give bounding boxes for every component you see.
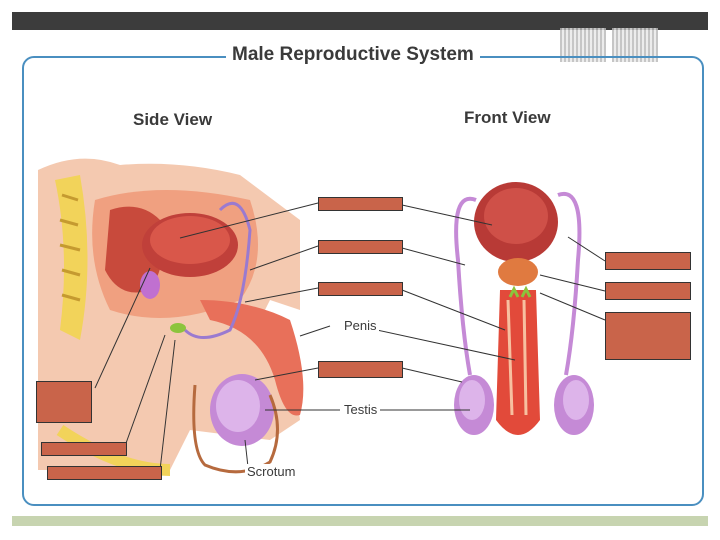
penis-label: Penis — [342, 318, 379, 333]
front-view-illustration — [454, 182, 594, 435]
blank-label-box — [36, 381, 92, 423]
blank-label-box — [47, 466, 162, 480]
blank-label-box — [318, 361, 403, 378]
blank-label-box — [605, 312, 691, 360]
side-view-illustration — [38, 158, 304, 476]
side-view-heading: Side View — [133, 110, 213, 129]
leader-lines — [94, 202, 606, 471]
blank-label-box — [318, 197, 403, 211]
scrotum-label: Scrotum — [245, 464, 298, 479]
bottom-bar — [12, 516, 708, 526]
front-penis — [496, 290, 540, 435]
scrotum-outline — [192, 384, 279, 474]
vas-deferens — [183, 201, 252, 339]
blank-label-box — [318, 240, 403, 254]
testis-label: Testis — [342, 402, 380, 417]
prostate — [498, 258, 538, 286]
blank-label-box — [41, 442, 127, 456]
page-title: Male Reproductive System — [226, 44, 480, 66]
penis-shaft — [200, 300, 304, 416]
top-bar — [12, 12, 708, 30]
blank-label-box — [605, 282, 691, 300]
seminal-vesicle — [140, 271, 160, 299]
blank-label-box — [605, 252, 691, 270]
blank-label-box — [318, 282, 403, 296]
bulbourethral-gland — [170, 323, 186, 333]
front-view-heading: Front View — [464, 108, 551, 127]
